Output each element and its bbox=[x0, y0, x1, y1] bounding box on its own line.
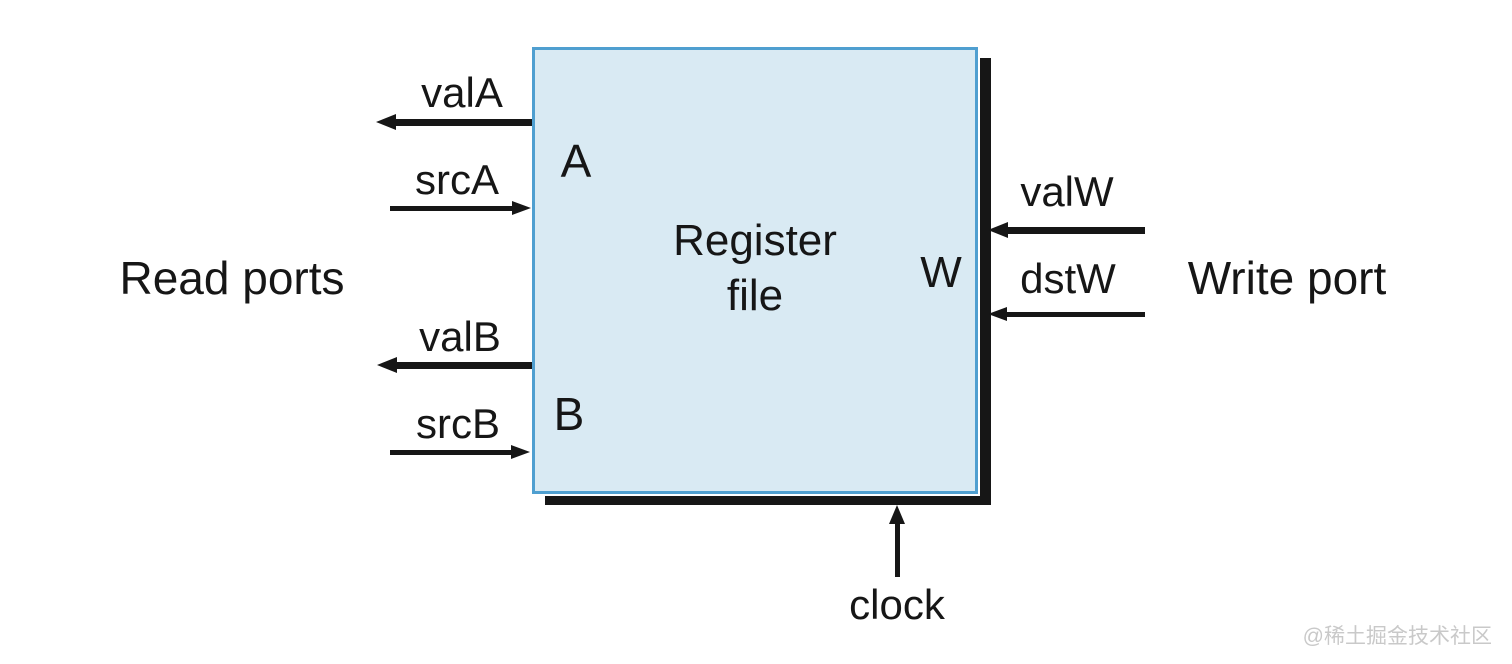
valB-signal-label: valB bbox=[419, 313, 501, 360]
dstW-arrowhead-icon bbox=[988, 307, 1007, 321]
valA-signal-label: valA bbox=[421, 69, 503, 116]
valB-arrow-left-icon bbox=[377, 357, 532, 373]
dstW-arrow-shaft bbox=[1007, 311, 1145, 317]
srcA-arrow-right-icon bbox=[390, 201, 531, 215]
clock-arrow-up-icon bbox=[889, 505, 905, 577]
valW-arrowhead-icon bbox=[988, 222, 1008, 238]
valB-arrow-shaft bbox=[397, 361, 532, 369]
dstW-signal-label: dstW bbox=[1020, 255, 1116, 302]
dstW-arrow-left-icon bbox=[988, 307, 1145, 321]
register-file-title: Register file bbox=[532, 213, 978, 323]
valA-arrow-shaft bbox=[396, 118, 532, 126]
srcA-arrow-shaft bbox=[390, 205, 512, 211]
register-file-block bbox=[530, 45, 980, 496]
valW-signal-label: valW bbox=[1020, 168, 1114, 215]
valA-arrow-left-icon bbox=[376, 114, 532, 130]
port-w-label: W bbox=[920, 248, 962, 297]
register-file-title-line2: file bbox=[726, 271, 784, 320]
valW-arrow-shaft bbox=[1008, 226, 1145, 234]
clock-arrow-shaft bbox=[894, 524, 900, 577]
srcB-arrowhead-icon bbox=[511, 445, 530, 459]
valW-arrow-left-icon bbox=[988, 222, 1145, 238]
clock-signal-label: clock bbox=[849, 581, 945, 628]
read-ports-heading: Read ports bbox=[119, 252, 345, 304]
clock-arrowhead-icon bbox=[889, 505, 905, 524]
valB-arrowhead-icon bbox=[377, 357, 397, 373]
watermark: @稀土掘金技术社区 bbox=[1302, 625, 1492, 648]
valA-arrowhead-icon bbox=[376, 114, 396, 130]
port-a-label: A bbox=[560, 135, 592, 187]
srcB-signal-label: srcB bbox=[416, 400, 500, 447]
port-b-label: B bbox=[553, 388, 585, 440]
write-port-heading: Write port bbox=[1187, 252, 1387, 304]
srcA-signal-label: srcA bbox=[415, 156, 499, 203]
register-file-title-line1: Register bbox=[673, 216, 837, 265]
srcB-arrow-shaft bbox=[390, 449, 511, 455]
srcB-arrow-right-icon bbox=[390, 445, 530, 459]
srcA-arrowhead-icon bbox=[512, 201, 531, 215]
